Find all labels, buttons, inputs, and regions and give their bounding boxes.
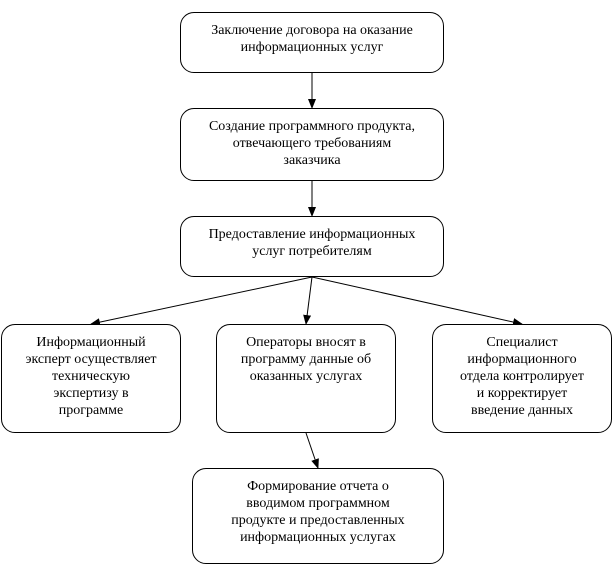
node-service-provision: Предоставление информационных услуг потр…	[180, 216, 444, 277]
arrow-n3-to-n5	[303, 276, 313, 325]
node-contract-conclusion: Заключение договора на оказание информац…	[180, 12, 444, 73]
arrow-n3-to-n4	[90, 276, 313, 327]
node-specialist-control: Специалист информационного отдела контро…	[432, 324, 612, 433]
node-report-formation: Формирование отчета о вводимом программн…	[192, 468, 444, 564]
node-operators-data-entry: Операторы вносят в программу данные об о…	[216, 324, 396, 433]
node-software-creation: Создание программного продукта, отвечающ…	[180, 108, 444, 181]
arrow-n3-to-n6	[311, 276, 523, 326]
arrow-n5-to-n7	[305, 432, 319, 469]
node-expert-review: Информационный эксперт осуществляет техн…	[1, 324, 181, 433]
